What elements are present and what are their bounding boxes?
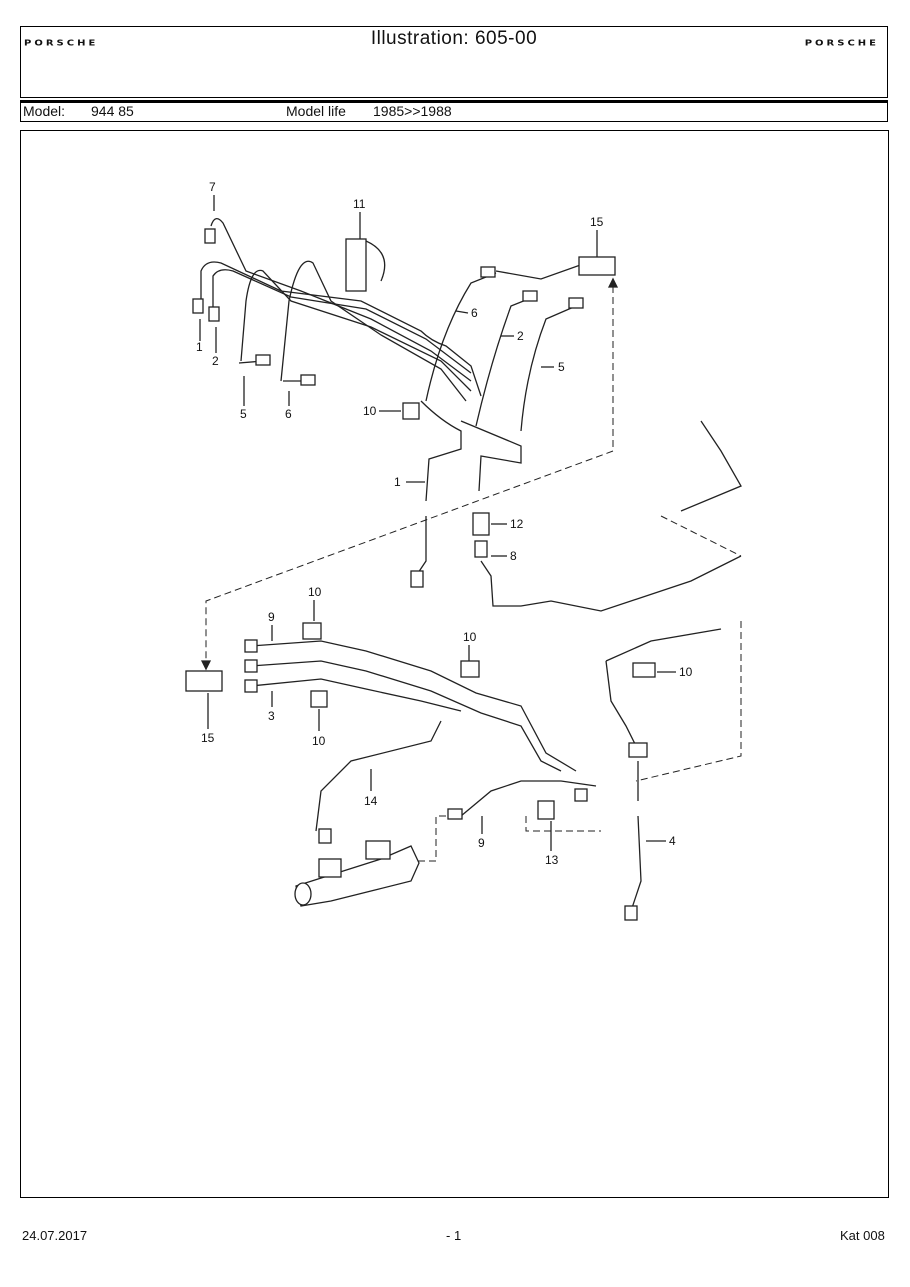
callout-11: 11 <box>353 197 366 211</box>
arrow-down-icon <box>200 660 212 671</box>
callout-2-left: 2 <box>212 354 219 368</box>
callout-8: 8 <box>510 549 517 563</box>
model-row: Model: 944 85 Model life 1985>>1988 <box>20 100 888 122</box>
callout-12: 12 <box>510 517 524 531</box>
callout-15-lower: 15 <box>201 731 215 745</box>
arrow-up-icon <box>607 277 619 288</box>
callout-2-upper: 2 <box>517 329 524 343</box>
callout-6-upper: 6 <box>471 306 478 320</box>
master-cylinder <box>294 840 420 907</box>
callout-10-d: 10 <box>679 665 693 679</box>
callout-10-c: 10 <box>312 734 326 748</box>
callout-9-lower: 9 <box>478 836 485 850</box>
model-value: 944 85 <box>91 103 134 119</box>
leader-lines <box>199 195 676 851</box>
model-life-label: Model life <box>286 103 346 119</box>
callout-10-b: 10 <box>463 630 477 644</box>
callout-4: 4 <box>669 834 676 848</box>
upper-line-bundle <box>200 218 587 577</box>
callout-5-upper: 5 <box>558 360 565 374</box>
upper-fittings <box>192 228 616 588</box>
callout-7: 7 <box>209 180 216 194</box>
porsche-logo-left: PORSCHE <box>24 39 99 48</box>
lower-fittings <box>185 622 656 921</box>
lower-line-bundle <box>250 628 722 912</box>
footer-catalog: Kat 008 <box>840 1228 885 1243</box>
callout-5-left: 5 <box>240 407 247 421</box>
callout-14: 14 <box>364 794 378 808</box>
model-label: Model: <box>23 103 66 119</box>
illustration-title: Illustration: 605-00 <box>370 28 538 49</box>
illustration-frame: 7 11 15 6 2 5 1 2 5 6 10 1 12 8 10 9 10 … <box>20 130 889 1198</box>
footer-date: 24.07.2017 <box>22 1228 88 1243</box>
callout-6-left: 6 <box>285 407 292 421</box>
callout-3: 3 <box>268 709 275 723</box>
model-life-value: 1985>>1988 <box>373 103 452 119</box>
brake-line-diagram: 7 11 15 6 2 5 1 2 5 6 10 1 12 8 10 9 10 … <box>185 180 742 921</box>
callout-10-a: 10 <box>308 585 322 599</box>
footer-page: - 1 <box>446 1228 462 1243</box>
porsche-logo-right: PORSCHE <box>804 39 879 48</box>
callout-9-upper: 9 <box>268 610 275 624</box>
callout-labels: 7 11 15 6 2 5 1 2 5 6 10 1 12 8 10 9 10 … <box>196 180 693 867</box>
header-box: PORSCHE Illustration: 605-00 PORSCHE <box>20 26 888 98</box>
callout-13: 13 <box>545 853 559 867</box>
callout-10-upper: 10 <box>363 404 377 418</box>
callout-15-upper: 15 <box>590 215 604 229</box>
callout-1-center: 1 <box>394 475 401 489</box>
rear-right-line <box>480 420 742 612</box>
callout-1-left: 1 <box>196 340 203 354</box>
